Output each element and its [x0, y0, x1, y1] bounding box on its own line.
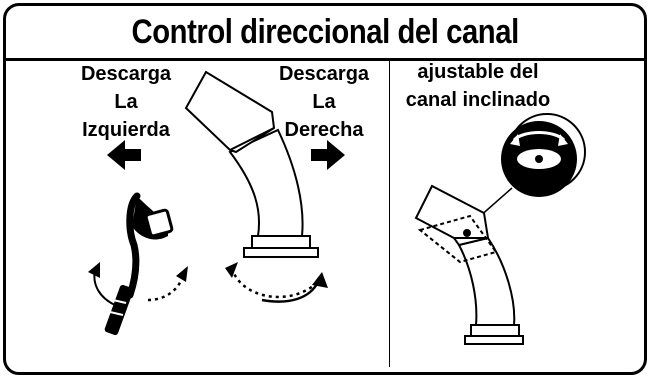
- right-label-line-2: La: [312, 91, 336, 113]
- diagram-panel: Control direccional del canal: [3, 3, 647, 375]
- remote-direction-arrows: [88, 262, 188, 306]
- left-label-line-2: La: [114, 91, 138, 113]
- tilt-adjust-label: ajustable del canal inclinado: [388, 58, 568, 114]
- section-divider: [389, 61, 390, 367]
- tilt-control-icon: [469, 113, 586, 226]
- right-discharge-label: Descarga La Derecha: [262, 60, 386, 144]
- page-title: Control direccional del canal: [131, 12, 519, 51]
- tilt-label-line-1: ajustable del: [417, 61, 539, 83]
- tilt-label-line-2: canal inclinado: [405, 89, 551, 111]
- left-discharge-label: Descarga La Izquierda: [62, 60, 190, 144]
- rotation-arrows-icon: [225, 262, 328, 303]
- right-label-line-3: Derecha: [284, 119, 364, 141]
- chute-illustration: [184, 70, 319, 258]
- left-label-line-3: Izquierda: [82, 119, 170, 141]
- title-bar: Control direccional del canal: [6, 6, 644, 61]
- remote-control-icon: [104, 192, 174, 336]
- left-label-line-1: Descarga: [80, 63, 172, 85]
- right-arrow-icon: [311, 140, 345, 170]
- tilted-chute-illustration: [414, 184, 524, 345]
- left-arrow-icon: [107, 140, 141, 170]
- right-label-line-1: Descarga: [278, 63, 370, 85]
